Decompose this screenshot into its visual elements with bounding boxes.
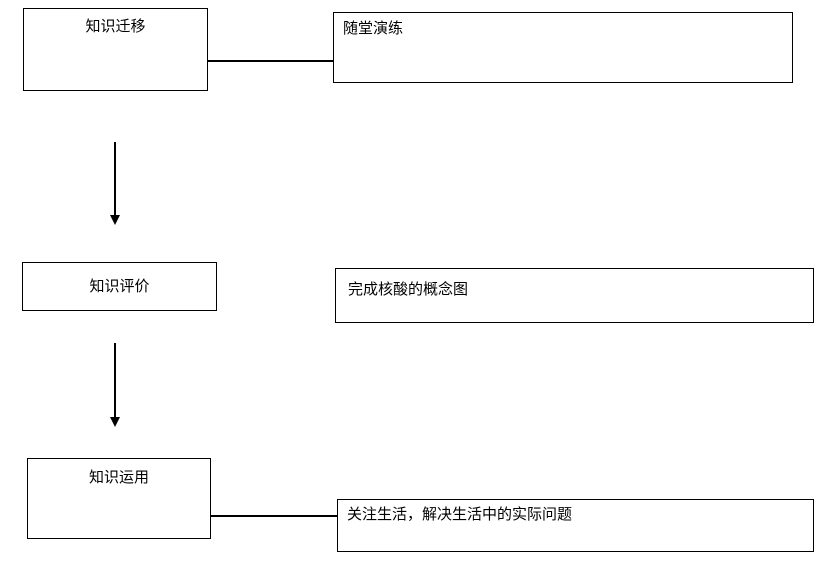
flowchart-node-classroom-practice: 随堂演练: [333, 12, 793, 83]
down-arrow-head-icon: [110, 215, 120, 225]
node-label: 知识评价: [89, 277, 150, 295]
flowchart-node-life-application: 关注生活，解决生活中的实际问题: [337, 499, 814, 552]
node-label: 知识运用: [88, 469, 149, 486]
node-label: 关注生活，解决生活中的实际问题: [347, 506, 573, 523]
node-label: 随堂演练: [343, 20, 404, 37]
down-arrow-shaft-transfer-evaluation: [114, 142, 116, 216]
node-label: 完成核酸的概念图: [348, 281, 469, 298]
flowchart-node-knowledge-transfer: 知识迁移: [23, 8, 208, 91]
connector-line-application-life: [211, 515, 337, 517]
down-arrow-shaft-evaluation-application: [114, 343, 116, 418]
node-label: 知识迁移: [85, 18, 146, 35]
flowchart-node-nucleic-acid-concept-map: 完成核酸的概念图: [335, 268, 814, 323]
flowchart-node-knowledge-evaluation: 知识评价: [22, 262, 217, 311]
down-arrow-head-icon: [110, 417, 120, 427]
flowchart-node-knowledge-application: 知识运用: [27, 458, 211, 539]
connector-line-transfer-practice: [207, 60, 333, 62]
